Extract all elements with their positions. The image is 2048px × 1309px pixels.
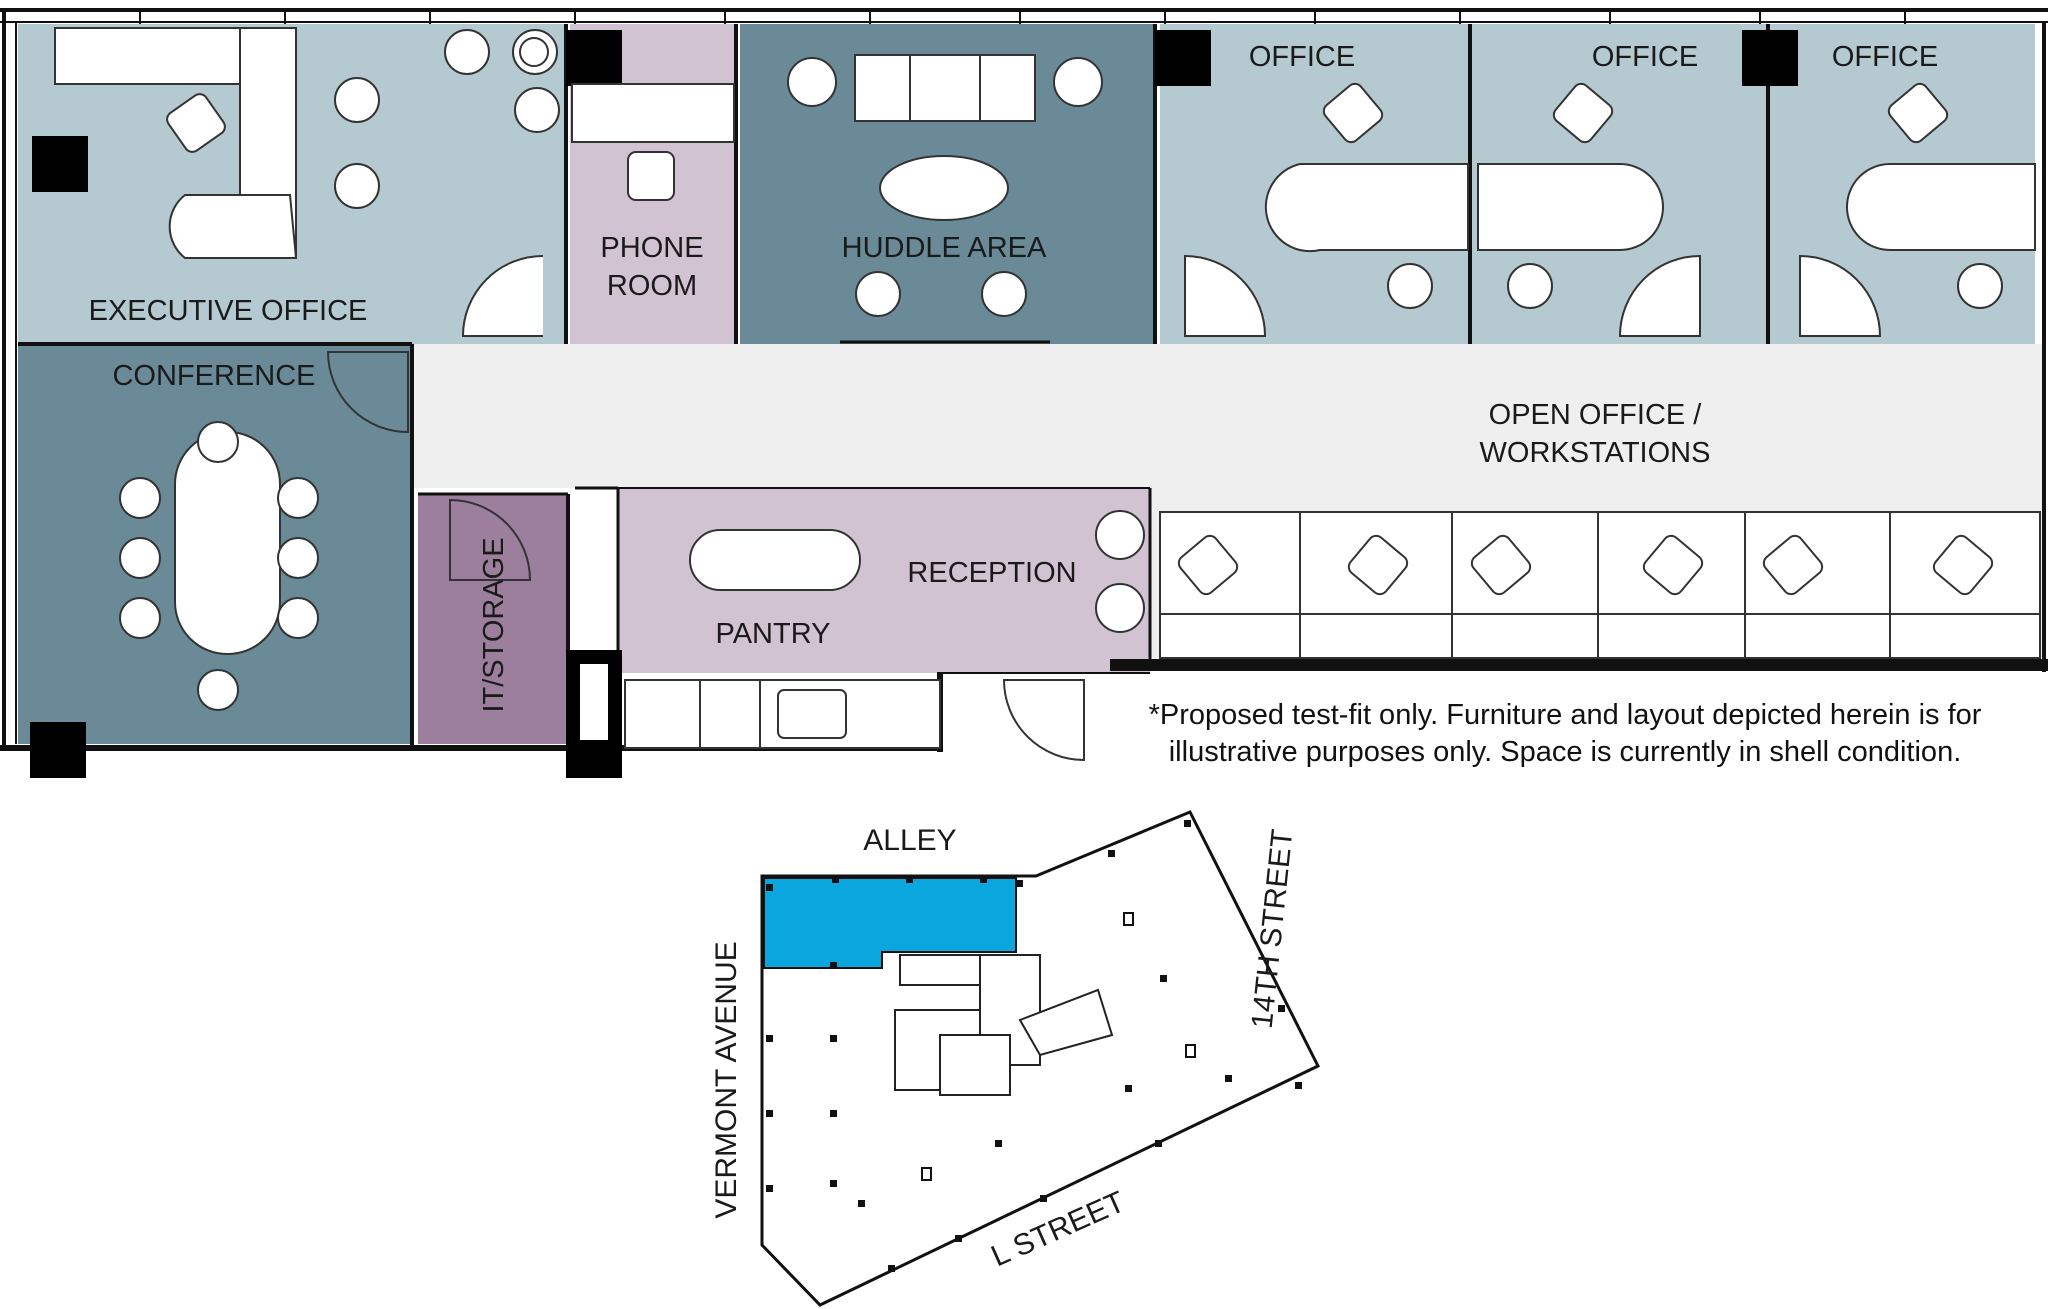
label-reception: RECEPTION bbox=[907, 557, 1076, 589]
office-chairs bbox=[1322, 82, 2003, 309]
label-open-office-2: WORKSTATIONS bbox=[1480, 437, 1711, 469]
door-swing-storage bbox=[449, 498, 532, 581]
door-swing-entry bbox=[1002, 679, 1085, 762]
door-swing-executive bbox=[461, 255, 544, 337]
highlighted-suite bbox=[763, 877, 1017, 969]
label-office-2: OFFICE bbox=[1592, 41, 1698, 73]
key-plan bbox=[760, 810, 1321, 1307]
side-table bbox=[519, 37, 549, 67]
label-office-3: OFFICE bbox=[1832, 41, 1938, 73]
door-swing-conference bbox=[326, 351, 409, 434]
key-plan-columns bbox=[766, 820, 1302, 1272]
label-office-1: OFFICE bbox=[1249, 41, 1355, 73]
label-executive-office: EXECUTIVE OFFICE bbox=[89, 295, 368, 327]
workstations bbox=[1159, 511, 2041, 659]
label-alley: ALLEY bbox=[863, 824, 956, 857]
label-it-storage: IT/STORAGE bbox=[478, 537, 510, 712]
huddle-furniture bbox=[787, 54, 1103, 317]
disclaimer-note: *Proposed test-fit only. Furniture and l… bbox=[1100, 697, 2030, 771]
phone-room-chair bbox=[627, 151, 675, 201]
pantry-counter bbox=[624, 679, 941, 749]
key-plan-core bbox=[894, 954, 1114, 1096]
label-14th-street: 14TH STREET bbox=[1246, 828, 1300, 1030]
label-conference: CONFERENCE bbox=[112, 360, 315, 392]
phone-room-counter bbox=[571, 83, 735, 143]
key-plan-elevators bbox=[921, 912, 1196, 1181]
label-open-office-1: OPEN OFFICE / bbox=[1489, 399, 1703, 431]
executive-office-chairs bbox=[166, 29, 560, 209]
label-huddle-area: HUDDLE AREA bbox=[842, 232, 1047, 264]
reception-chairs bbox=[1095, 510, 1145, 633]
executive-desk bbox=[54, 27, 298, 259]
label-pantry: PANTRY bbox=[716, 618, 831, 650]
label-phone-room-1: PHONE bbox=[600, 232, 703, 264]
office-desks bbox=[1264, 163, 2036, 253]
conference-table-set bbox=[119, 421, 319, 711]
structural-columns bbox=[30, 30, 1798, 778]
label-phone-room-2: ROOM bbox=[607, 270, 697, 302]
shaft-opening bbox=[580, 664, 608, 740]
disclaimer-line-1: *Proposed test-fit only. Furniture and l… bbox=[1148, 699, 1982, 731]
label-vermont-avenue: VERMONT AVENUE bbox=[710, 941, 743, 1218]
office-door-swings bbox=[1184, 254, 1882, 337]
disclaimer-line-2: illustrative purposes only. Space is cur… bbox=[1168, 736, 1962, 768]
pantry-table bbox=[689, 529, 861, 591]
